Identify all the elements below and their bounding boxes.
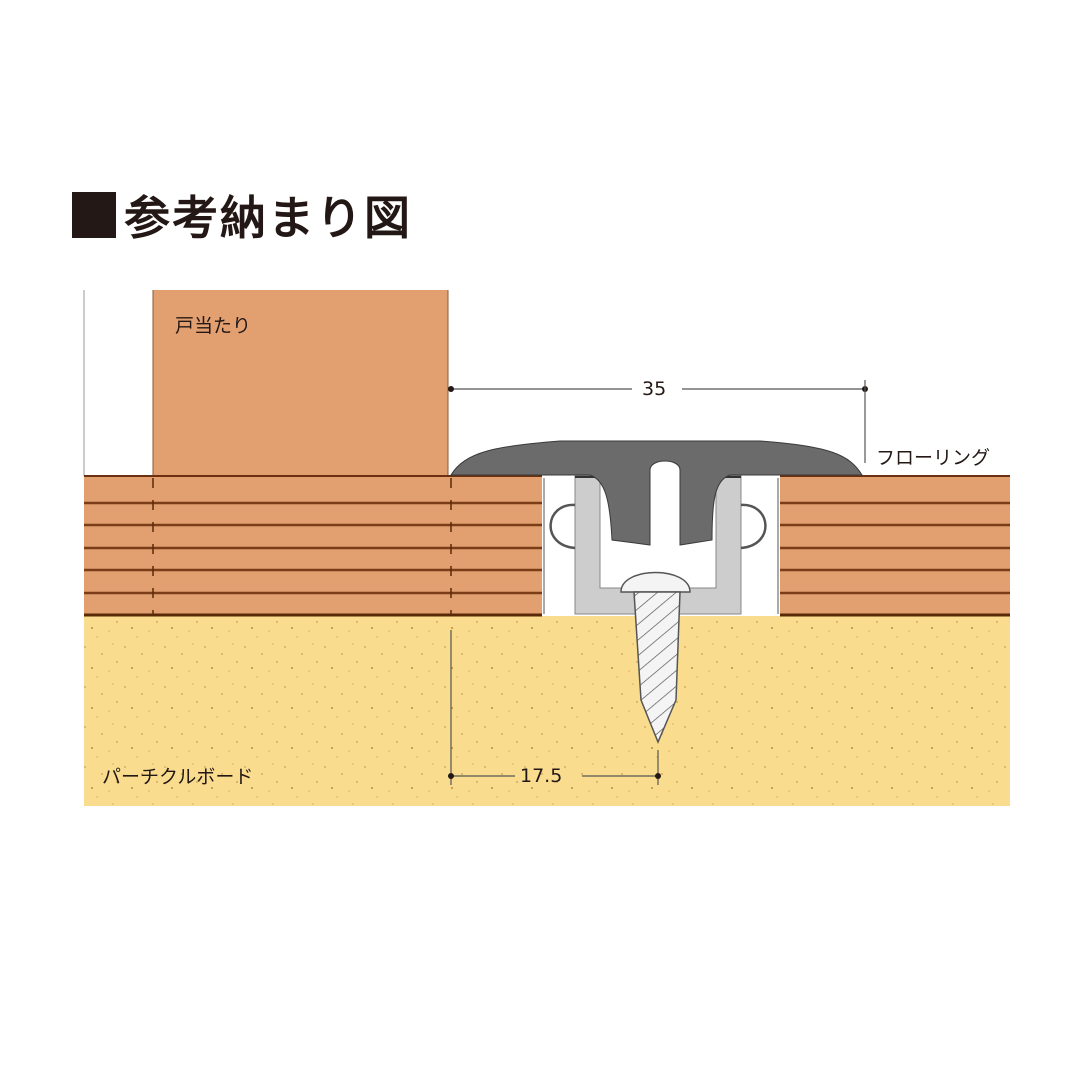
left-clip (549, 503, 576, 550)
dimension-35 (448, 380, 868, 463)
particle-board-label: パーチクルボード (102, 766, 254, 788)
screw-shank (633, 591, 681, 744)
black-square-icon (72, 192, 116, 238)
dimension-screw-offset-value: 17.5 (520, 765, 563, 787)
title-text: 参考納まり図 (124, 191, 412, 245)
t-molding-profile (450, 440, 863, 546)
door-stop-label: 戸当たり (175, 315, 252, 337)
dimension-width-value: 35 (642, 378, 667, 400)
door-stop-block (153, 290, 448, 476)
diagram-title: 参考納まり図 (72, 185, 412, 245)
screw-head (620, 571, 691, 593)
right-flooring (780, 475, 1010, 617)
left-flooring (84, 475, 542, 617)
flooring-label: フローリング (876, 447, 991, 469)
particle-board (84, 616, 1010, 806)
dimension-17-5 (448, 630, 661, 785)
right-clip (740, 503, 767, 550)
